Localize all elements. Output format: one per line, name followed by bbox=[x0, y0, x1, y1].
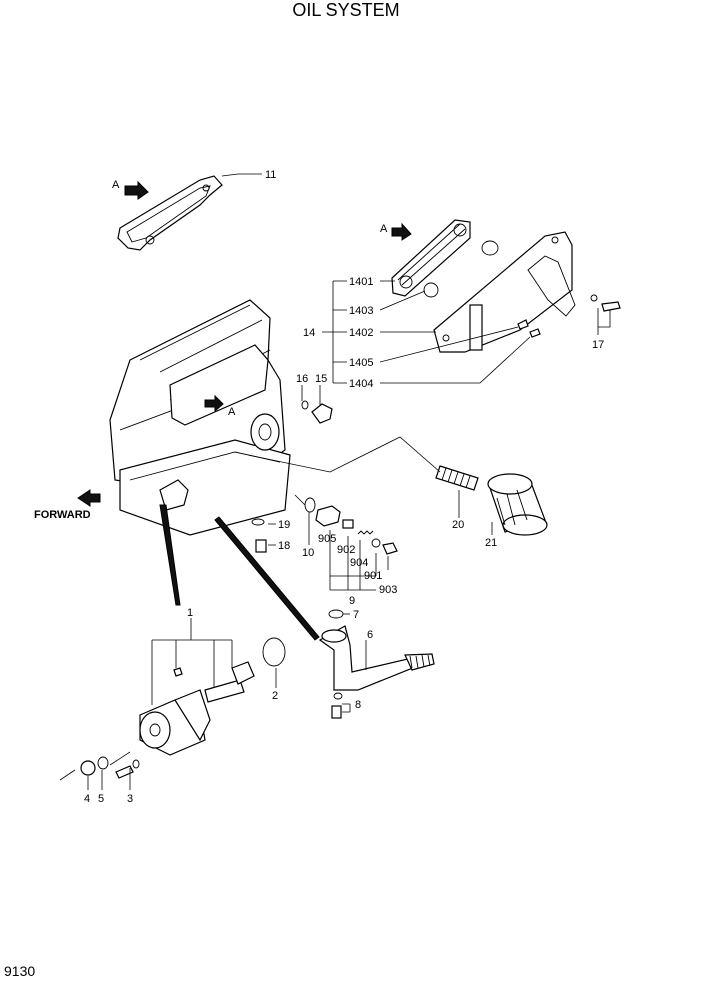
page-number: 9130 bbox=[4, 963, 35, 979]
callout-2: 2 bbox=[272, 690, 278, 702]
callout-14: 14 bbox=[303, 327, 315, 339]
callout-8: 8 bbox=[355, 699, 361, 711]
callout-16: 16 bbox=[296, 373, 308, 385]
part-20-nipple bbox=[435, 465, 479, 491]
part-1405-1404-bolts bbox=[517, 319, 541, 338]
callout-18: 18 bbox=[278, 540, 290, 552]
callout-17: 17 bbox=[592, 339, 604, 351]
view-arrow-a-top-left: A bbox=[112, 179, 149, 200]
view-marker-a-engine: A bbox=[228, 406, 236, 418]
callout-3: 3 bbox=[127, 793, 133, 805]
callout-20: 20 bbox=[452, 519, 464, 531]
part-8-bolt-washer bbox=[331, 692, 343, 719]
part-3-bolt-washer bbox=[115, 759, 140, 779]
callout-4: 4 bbox=[84, 793, 90, 805]
part-901-washer bbox=[371, 538, 381, 548]
forward-label: FORWARD bbox=[34, 509, 91, 521]
diagram-title: OIL SYSTEM bbox=[292, 0, 399, 20]
part-21-oil-filter bbox=[487, 473, 548, 536]
forward-arrow: FORWARD bbox=[34, 489, 101, 521]
callout-1404: 1404 bbox=[349, 378, 373, 390]
callout-21: 21 bbox=[485, 537, 497, 549]
callout-15: 15 bbox=[315, 373, 327, 385]
part-1-oil-pump bbox=[139, 661, 255, 756]
callout-1401: 1401 bbox=[349, 276, 373, 288]
part-903-plug bbox=[382, 542, 398, 555]
part-904-spring bbox=[357, 530, 374, 535]
callout-1402: 1402 bbox=[349, 327, 373, 339]
part-18-bolt bbox=[255, 539, 267, 553]
callout-901: 901 bbox=[364, 570, 382, 582]
part-10-gasket bbox=[304, 497, 316, 513]
part-2-o-ring bbox=[262, 637, 286, 667]
part-11-cover-gasket bbox=[117, 175, 223, 251]
callout-902: 902 bbox=[337, 544, 355, 556]
pickup-tube bbox=[214, 516, 320, 641]
view-arrow-a-right: A bbox=[380, 222, 412, 241]
part-19-washer bbox=[251, 518, 265, 526]
callout-905: 905 bbox=[318, 533, 336, 545]
callout-6: 6 bbox=[367, 629, 373, 641]
callout-903: 903 bbox=[379, 584, 397, 596]
callout-11: 11 bbox=[265, 169, 276, 181]
part-7-gasket bbox=[328, 609, 344, 619]
part-902-spring-seat bbox=[342, 519, 354, 529]
part-905-valve-body bbox=[315, 505, 341, 527]
part-1402-cooler-cover bbox=[433, 231, 576, 353]
callout-904: 904 bbox=[350, 557, 368, 569]
view-marker-a: A bbox=[112, 179, 120, 191]
part-1401-cooler-element bbox=[391, 219, 471, 297]
part-17-bolt-washer bbox=[590, 294, 621, 312]
callout-labels: 11 1401 1403 14 1402 1405 1404 17 16 15 … bbox=[84, 169, 604, 805]
part-16-15-plate-gasket bbox=[301, 400, 333, 424]
callout-7: 7 bbox=[353, 609, 359, 621]
leader-lines bbox=[59, 173, 611, 790]
view-marker-a-2: A bbox=[380, 223, 388, 235]
part-6-oil-strainer bbox=[318, 625, 435, 691]
callout-10: 10 bbox=[302, 547, 314, 559]
part-5-washer bbox=[97, 756, 109, 770]
part-4-nut bbox=[80, 760, 96, 776]
callout-1403: 1403 bbox=[349, 305, 373, 317]
engine-block: A bbox=[109, 299, 291, 606]
part-1403-o-rings bbox=[423, 240, 499, 298]
callout-5: 5 bbox=[98, 793, 104, 805]
callout-9: 9 bbox=[349, 595, 355, 607]
callout-1: 1 bbox=[187, 607, 193, 619]
callout-1405: 1405 bbox=[349, 357, 373, 369]
callout-19: 19 bbox=[278, 519, 290, 531]
